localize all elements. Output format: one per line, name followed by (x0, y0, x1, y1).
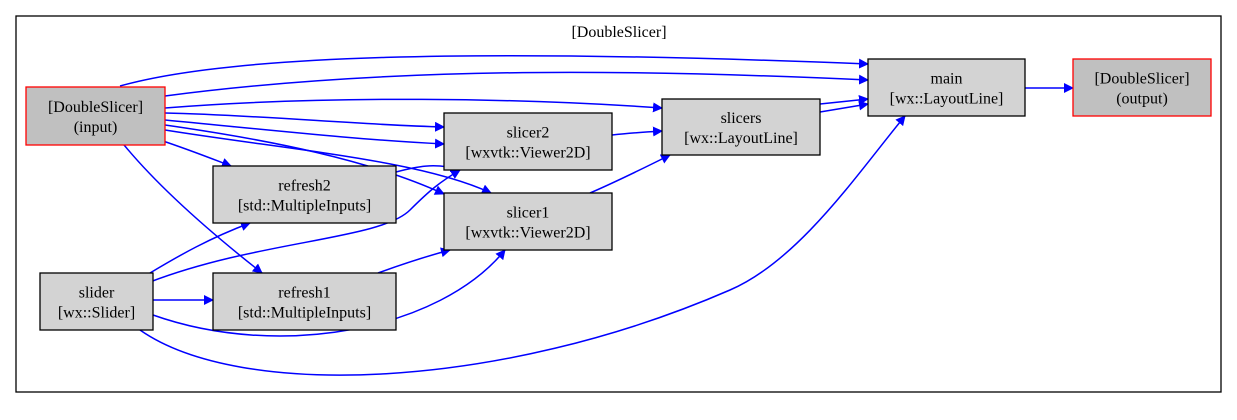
node-slicers-box (661, 98, 821, 156)
node-slicer1-box (443, 192, 613, 251)
edge-slicers-to-main (819, 94, 869, 105)
edge-input-to-refresh2 (159, 139, 232, 168)
edge-input-to-slicer2 (164, 119, 445, 149)
node-slicer1-label-type: [wxvtk::Viewer2D] (465, 225, 590, 242)
node-slider-label-name: slider (79, 285, 115, 302)
node-slicer2-label-type: [wxvtk::Viewer2D] (465, 145, 590, 162)
node-refresh1-box (212, 272, 397, 331)
edge-input-to-refresh1 (119, 139, 263, 274)
node-slicer1-label-name: slicer1 (507, 205, 550, 222)
edge-slider-to-refresh2 (149, 221, 251, 274)
nodes-layer: [DoubleSlicer] (input) [DoubleSlicer] (outp… (25, 58, 1212, 331)
node-slicers-label-name: slicers (721, 110, 762, 127)
edge-slicers-to-main (819, 100, 869, 113)
node-slicers[interactable]: slicers[wx::LayoutLine] (661, 98, 821, 156)
node-slider[interactable]: slider[wx::Slider] (39, 272, 154, 331)
node-slicer2-box (443, 112, 613, 171)
edge-refresh1-to-slicer1 (377, 247, 451, 274)
node-slider-label-type: [wx::Slider] (58, 305, 135, 322)
node-refresh2-label-type: [std::MultipleInputs] (238, 198, 371, 215)
node-refresh2-box (212, 165, 397, 224)
node-input-label-name: [DoubleSlicer] (48, 99, 143, 116)
edge-slider-to-main (139, 115, 906, 376)
edge-input-to-slicer2 (164, 112, 445, 132)
node-refresh2-label-name: refresh2 (278, 178, 330, 195)
node-input[interactable]: [DoubleSlicer] (input) (25, 86, 166, 146)
edge-input-to-main (164, 71, 869, 97)
cluster-border (15, 15, 1222, 393)
node-output-label-name: [DoubleSlicer] (1094, 71, 1189, 88)
cluster-title: [DoubleSlicer] (571, 24, 666, 41)
node-refresh1-label-type: [std::MultipleInputs] (238, 305, 371, 322)
node-refresh1-label-name: refresh1 (278, 285, 330, 302)
edge-slicer2-to-slicers (611, 126, 663, 137)
edge-slicer1-to-slicers (589, 154, 671, 194)
edge-input-to-slicers (164, 98, 663, 113)
edges-layer (119, 54, 1074, 376)
node-main-label-type: [wx::LayoutLine] (890, 91, 1004, 108)
node-slicer1[interactable]: slicer1[wxvtk::Viewer2D] (443, 192, 613, 251)
node-output-label-type: (output) (1116, 91, 1168, 108)
edge-input-to-slicer1 (164, 129, 492, 194)
node-output-box (1072, 58, 1212, 117)
node-slider-box (39, 272, 154, 331)
node-main-box (867, 58, 1026, 117)
edge-input-to-main (119, 54, 869, 87)
node-input-box (25, 86, 166, 146)
node-slicers-label-type: [wx::LayoutLine] (684, 130, 798, 147)
node-slicer2-label-name: slicer2 (507, 125, 550, 142)
node-output[interactable]: [DoubleSlicer] (output) (1072, 58, 1212, 117)
node-refresh2[interactable]: refresh2[std::MultipleInputs] (212, 165, 397, 224)
node-refresh1[interactable]: refresh1[std::MultipleInputs] (212, 272, 397, 331)
node-main[interactable]: main[wx::LayoutLine] (867, 58, 1026, 117)
node-main-label-name: main (931, 71, 963, 88)
node-input-label-type: (input) (74, 119, 118, 136)
node-slicer2[interactable]: slicer2[wxvtk::Viewer2D] (443, 112, 613, 171)
